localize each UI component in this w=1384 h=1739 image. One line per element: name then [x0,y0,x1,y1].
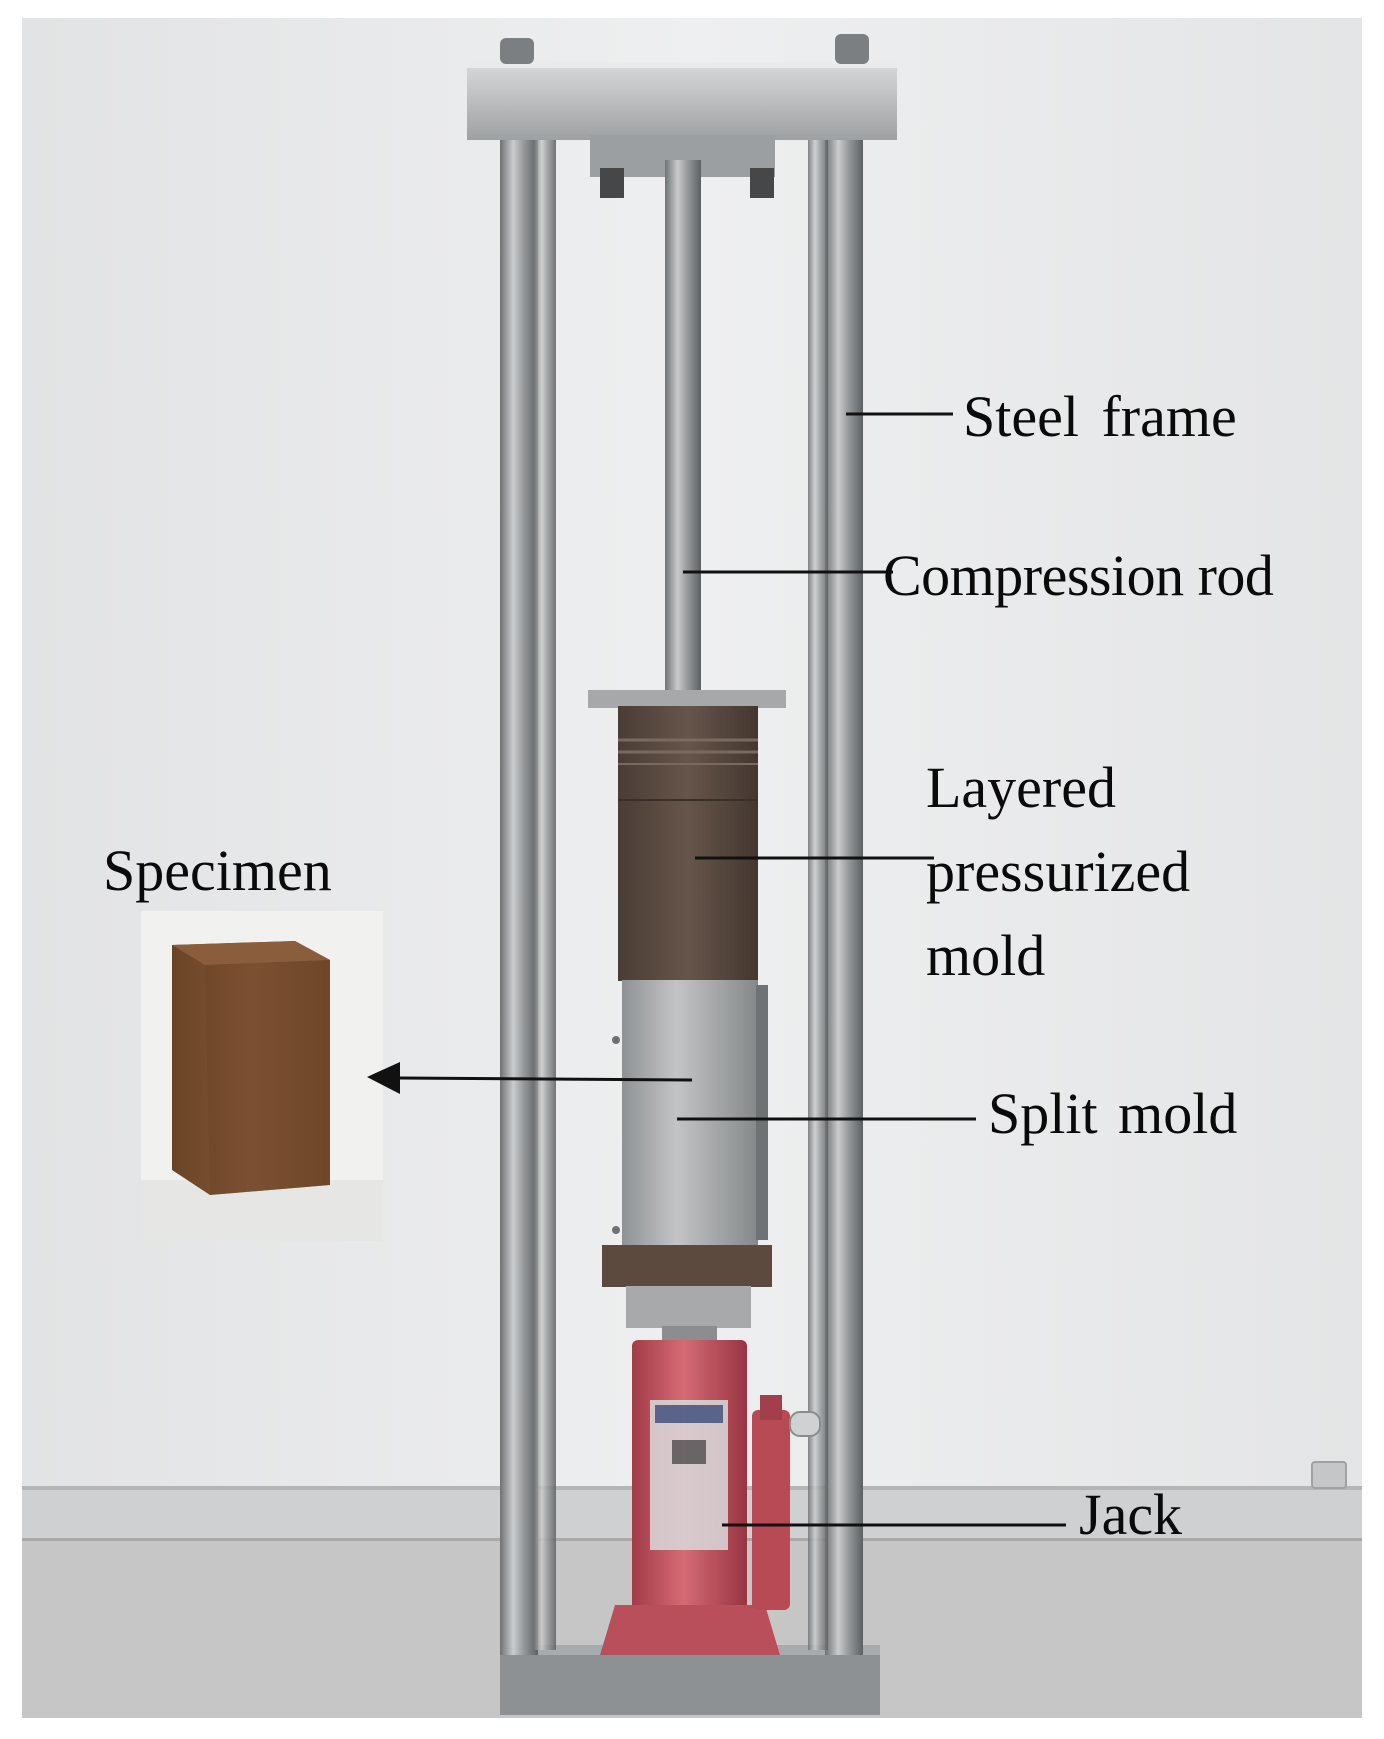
base-plate [500,1645,880,1715]
layered-label-line2: pressurized [926,839,1191,904]
mold-top-flange [588,690,786,708]
arrow-head [367,1062,400,1094]
jack-ram [662,1326,717,1344]
specimen-label: Specimen [103,838,332,903]
split-mold [622,980,758,1245]
compression-rod-label: Compression rod [883,543,1274,608]
steel-frame-label: Steel frame [963,384,1237,449]
steel-frame-rod-left [500,110,538,1655]
split-mold-label: Split mold [988,1081,1238,1146]
top-plate [467,62,897,140]
layered-pressurized-mold-label: Layered pressurized mold [926,746,1190,998]
jack-label: Jack [1079,1482,1183,1547]
compression-rod [665,160,701,695]
lower-block [602,1245,772,1287]
steel-frame-rod-right-back [808,120,828,1650]
steel-frame-rod-left-back [534,120,556,1650]
layered-pressurized-mold [618,706,758,981]
steel-frame-rod-right [825,110,863,1655]
layered-label-line3: mold [926,923,1046,988]
layered-label-line1: Layered [926,755,1116,820]
